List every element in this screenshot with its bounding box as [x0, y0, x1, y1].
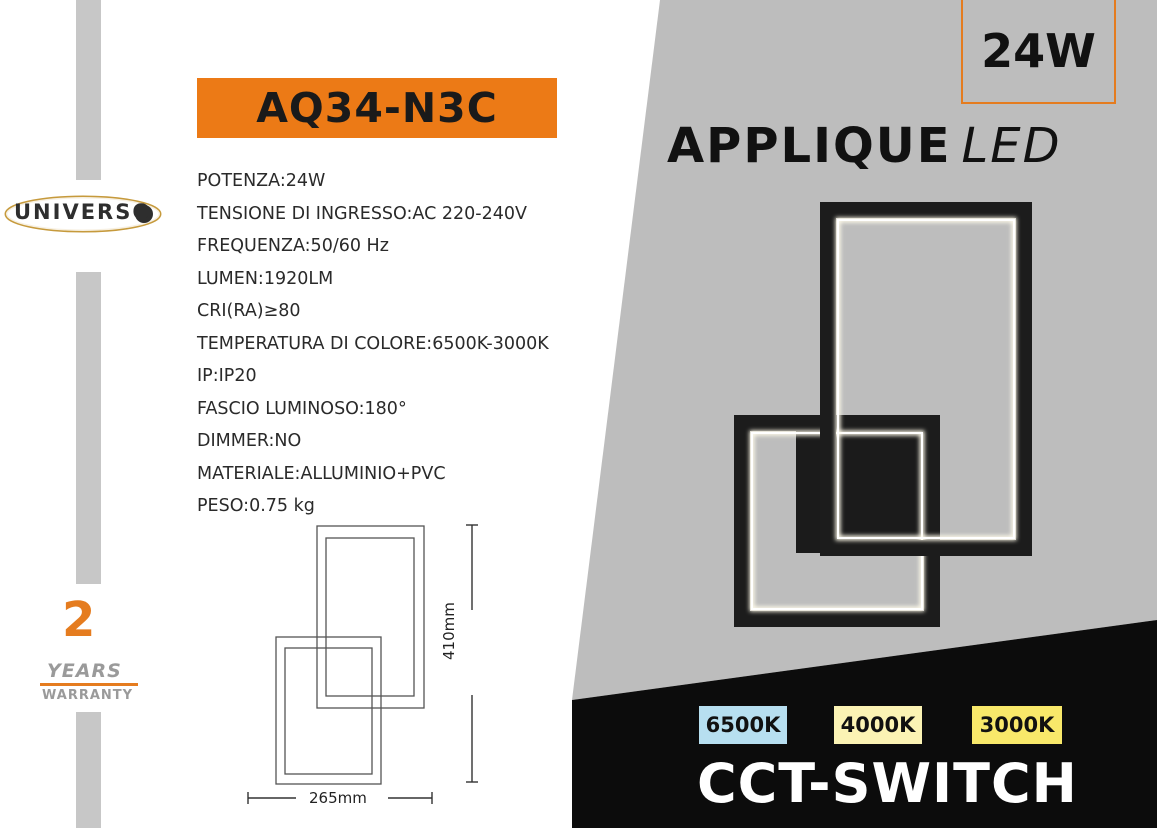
title-main: APPLIQUE [667, 118, 952, 174]
power-badge: 24W [961, 0, 1116, 104]
temp-badge-4000k: 4000K [834, 706, 922, 744]
lamp-dimension-drawing-icon [247, 524, 478, 804]
universo-logo-icon [4, 195, 162, 233]
spec-item: PESO:0.75 kg [197, 496, 315, 516]
title-italic: LED [961, 118, 1062, 174]
cct-switch-label: CCT-SWITCH [697, 752, 1078, 815]
spec-list: POTENZA:24W TENSIONE DI INGRESSO:AC 220-… [197, 165, 549, 523]
strip-segment-mid [76, 272, 101, 584]
warranty-number: 2 [62, 592, 96, 648]
model-badge: AQ34-N3C [197, 78, 557, 138]
power-value: 24W [981, 24, 1096, 78]
strip-segment-top [76, 0, 101, 180]
temp-badge-6500k: 6500K [699, 706, 787, 744]
strip-segment-bottom [76, 712, 101, 828]
gray-panel [572, 0, 1157, 700]
spec-item: TEMPERATURA DI COLORE:6500K-3000K [197, 333, 549, 354]
spec-item: TENSIONE DI INGRESSO:AC 220-240V [197, 203, 527, 224]
warranty-divider [40, 683, 138, 686]
warranty-years: YEARS [47, 660, 122, 682]
lamp-product-photo-icon [734, 202, 1032, 627]
brand-logo-text: UNIVERSO [14, 200, 153, 224]
width-dimension-label: 265mm [309, 789, 367, 807]
warranty-label: WARRANTY [42, 688, 134, 703]
spec-item: MATERIALE:ALLUMINIO+PVC [197, 463, 446, 484]
temp-badge-3000k: 3000K [972, 706, 1062, 744]
spec-item: FREQUENZA:50/60 Hz [197, 236, 389, 256]
spec-item: LUMEN:1920LM [197, 268, 334, 289]
spec-item: IP:IP20 [197, 366, 257, 386]
model-code: AQ34-N3C [256, 84, 498, 132]
spec-item: CRI(RA)≥80 [197, 301, 301, 321]
spec-item: DIMMER:NO [197, 431, 302, 451]
spec-item: FASCIO LUMINOSO:180° [197, 398, 407, 419]
height-dimension-label: 410mm [440, 602, 458, 660]
spec-item: POTENZA:24W [197, 171, 326, 191]
